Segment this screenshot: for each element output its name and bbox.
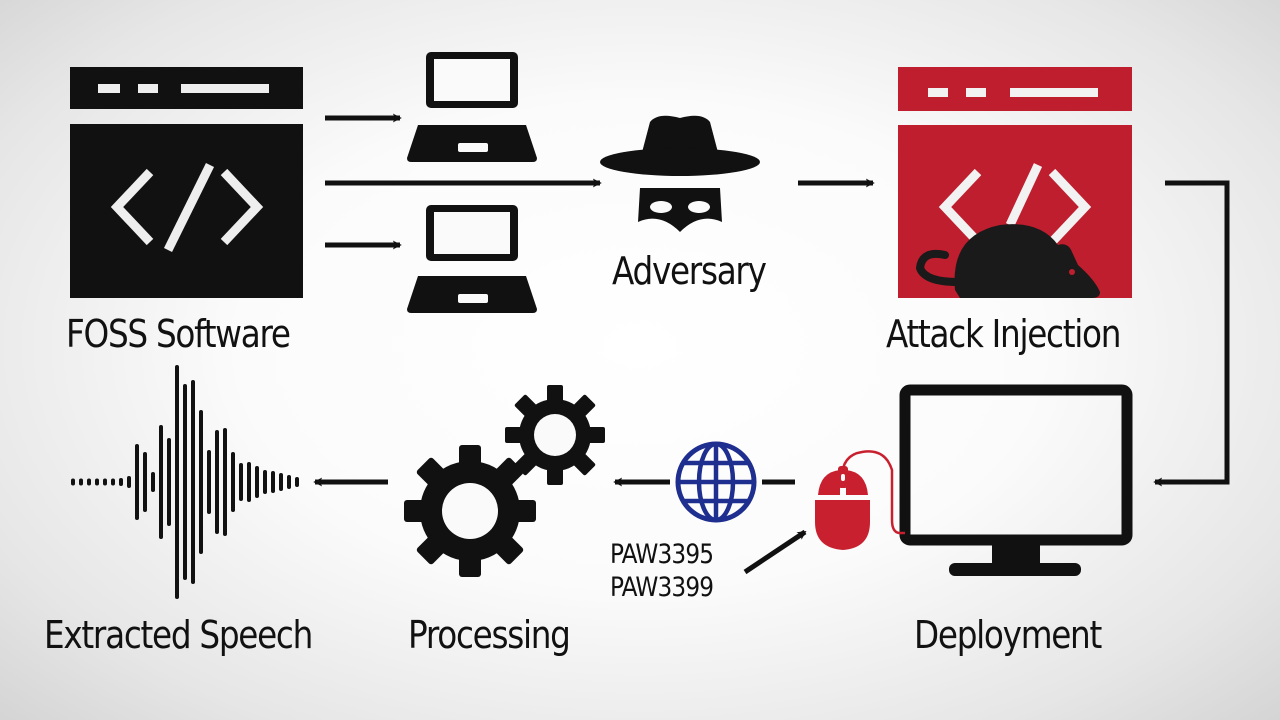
label-attack-injection: Attack Injection [886, 312, 1121, 356]
rat-icon [915, 224, 1100, 298]
label-extracted-speech: Extracted Speech [44, 613, 313, 657]
spy-icon [600, 115, 760, 232]
gears-icon [404, 385, 605, 577]
waveform-icon [71, 365, 299, 599]
label-deployment: Deployment [914, 613, 1102, 657]
laptop-icon [407, 205, 537, 313]
label-processing: Processing [408, 613, 571, 657]
label-foss-software: FOSS Software [66, 312, 291, 356]
sensor-list: PAW3395 PAW3399 [610, 538, 714, 604]
infected-code-window-icon [898, 67, 1132, 298]
code-window-icon [70, 67, 303, 298]
sensor-label: PAW3399 [610, 572, 714, 603]
sensor-label: PAW3395 [610, 539, 714, 570]
globe-icon [675, 441, 757, 523]
mouse-icon [815, 450, 905, 550]
monitor-icon [899, 384, 1133, 576]
laptop-icon [407, 52, 537, 162]
arrow-to-deployment [1153, 180, 1230, 487]
arrow-to-mouse [743, 529, 807, 575]
label-adversary: Adversary [612, 249, 767, 293]
